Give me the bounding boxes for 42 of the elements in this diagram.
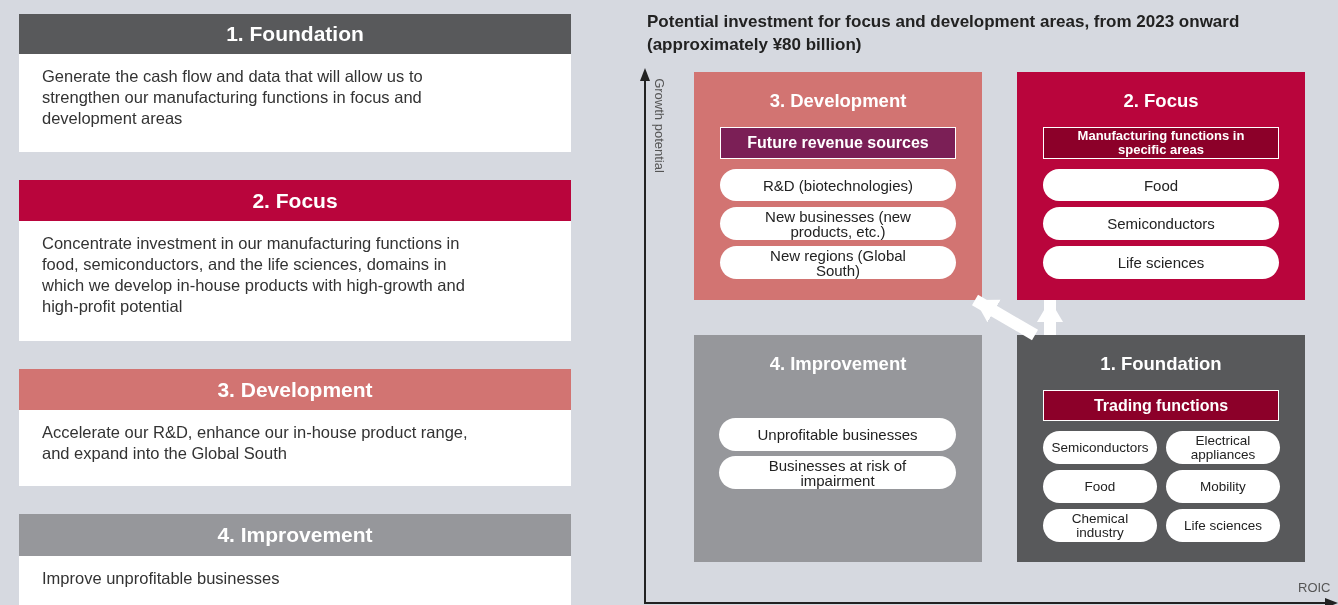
item-label: New regions (Global South) [720, 246, 956, 279]
strategy-card [19, 14, 571, 152]
axis-label: Growth potential [651, 78, 667, 173]
item-label: Life sciences [1166, 509, 1280, 542]
card-heading: 4. Improvement [19, 514, 571, 556]
item-label: Semiconductors [1043, 207, 1279, 240]
item-label: Unprofitable businesses [719, 418, 956, 451]
item-label: Food [1043, 169, 1279, 201]
item-label: Businesses at risk of impairment [719, 456, 956, 489]
item-label: Semiconductors [1043, 431, 1157, 464]
quadrant-title: 1. Foundation [1099, 353, 1223, 375]
strategy-card [19, 180, 571, 341]
item-label: New businesses (new products, etc.) [720, 207, 956, 240]
card-description: Accelerate our R&D, enhance our in-house product range, and expand into the Global South [41, 422, 469, 464]
quadrant-panel [694, 72, 982, 300]
axis-label: ROIC [1298, 580, 1331, 595]
strategy-card [19, 369, 571, 486]
strategy-card [19, 514, 571, 605]
quadrant-title: 2. Focus [1122, 90, 1200, 112]
card-heading: 2. Focus [19, 180, 571, 221]
category-label: Future revenue sources [720, 127, 956, 159]
item-label: Food [1043, 470, 1157, 503]
item-label: Life sciences [1043, 246, 1279, 279]
card-heading: 3. Development [19, 369, 571, 410]
card-description: Concentrate investment in our manufacturing functions in food, semiconductors, and the life sciences, domains in which we develop in-house products with high-growth and high-profit potential [41, 233, 466, 317]
quadrant-title: 3. Development [768, 90, 908, 112]
quadrant-title: 4. Improvement [768, 353, 908, 375]
arrow [971, 294, 1039, 341]
quadrant-panel [694, 335, 982, 562]
quadrant-panel [1017, 335, 1305, 562]
quadrant-panel [1017, 72, 1305, 300]
chart-title: Potential investment for focus and development areas, from 2023 onward (approximately ¥80 billion) [647, 11, 1241, 56]
card-description: Generate the cash flow and data that will allow us to strengthen our manufacturing functions in focus and development areas [41, 66, 424, 129]
category-label: Manufacturing functions in specific areas [1043, 127, 1279, 159]
item-label: Chemical industry [1043, 509, 1157, 542]
item-label: Electrical appliances [1166, 431, 1280, 464]
arrow [1037, 300, 1063, 335]
item-label: Mobility [1166, 470, 1280, 503]
card-heading: 1. Foundation [19, 14, 571, 54]
card-description: Improve unprofitable businesses [41, 568, 281, 589]
category-label: Trading functions [1043, 390, 1279, 421]
item-label: R&D (biotechnologies) [720, 169, 956, 201]
